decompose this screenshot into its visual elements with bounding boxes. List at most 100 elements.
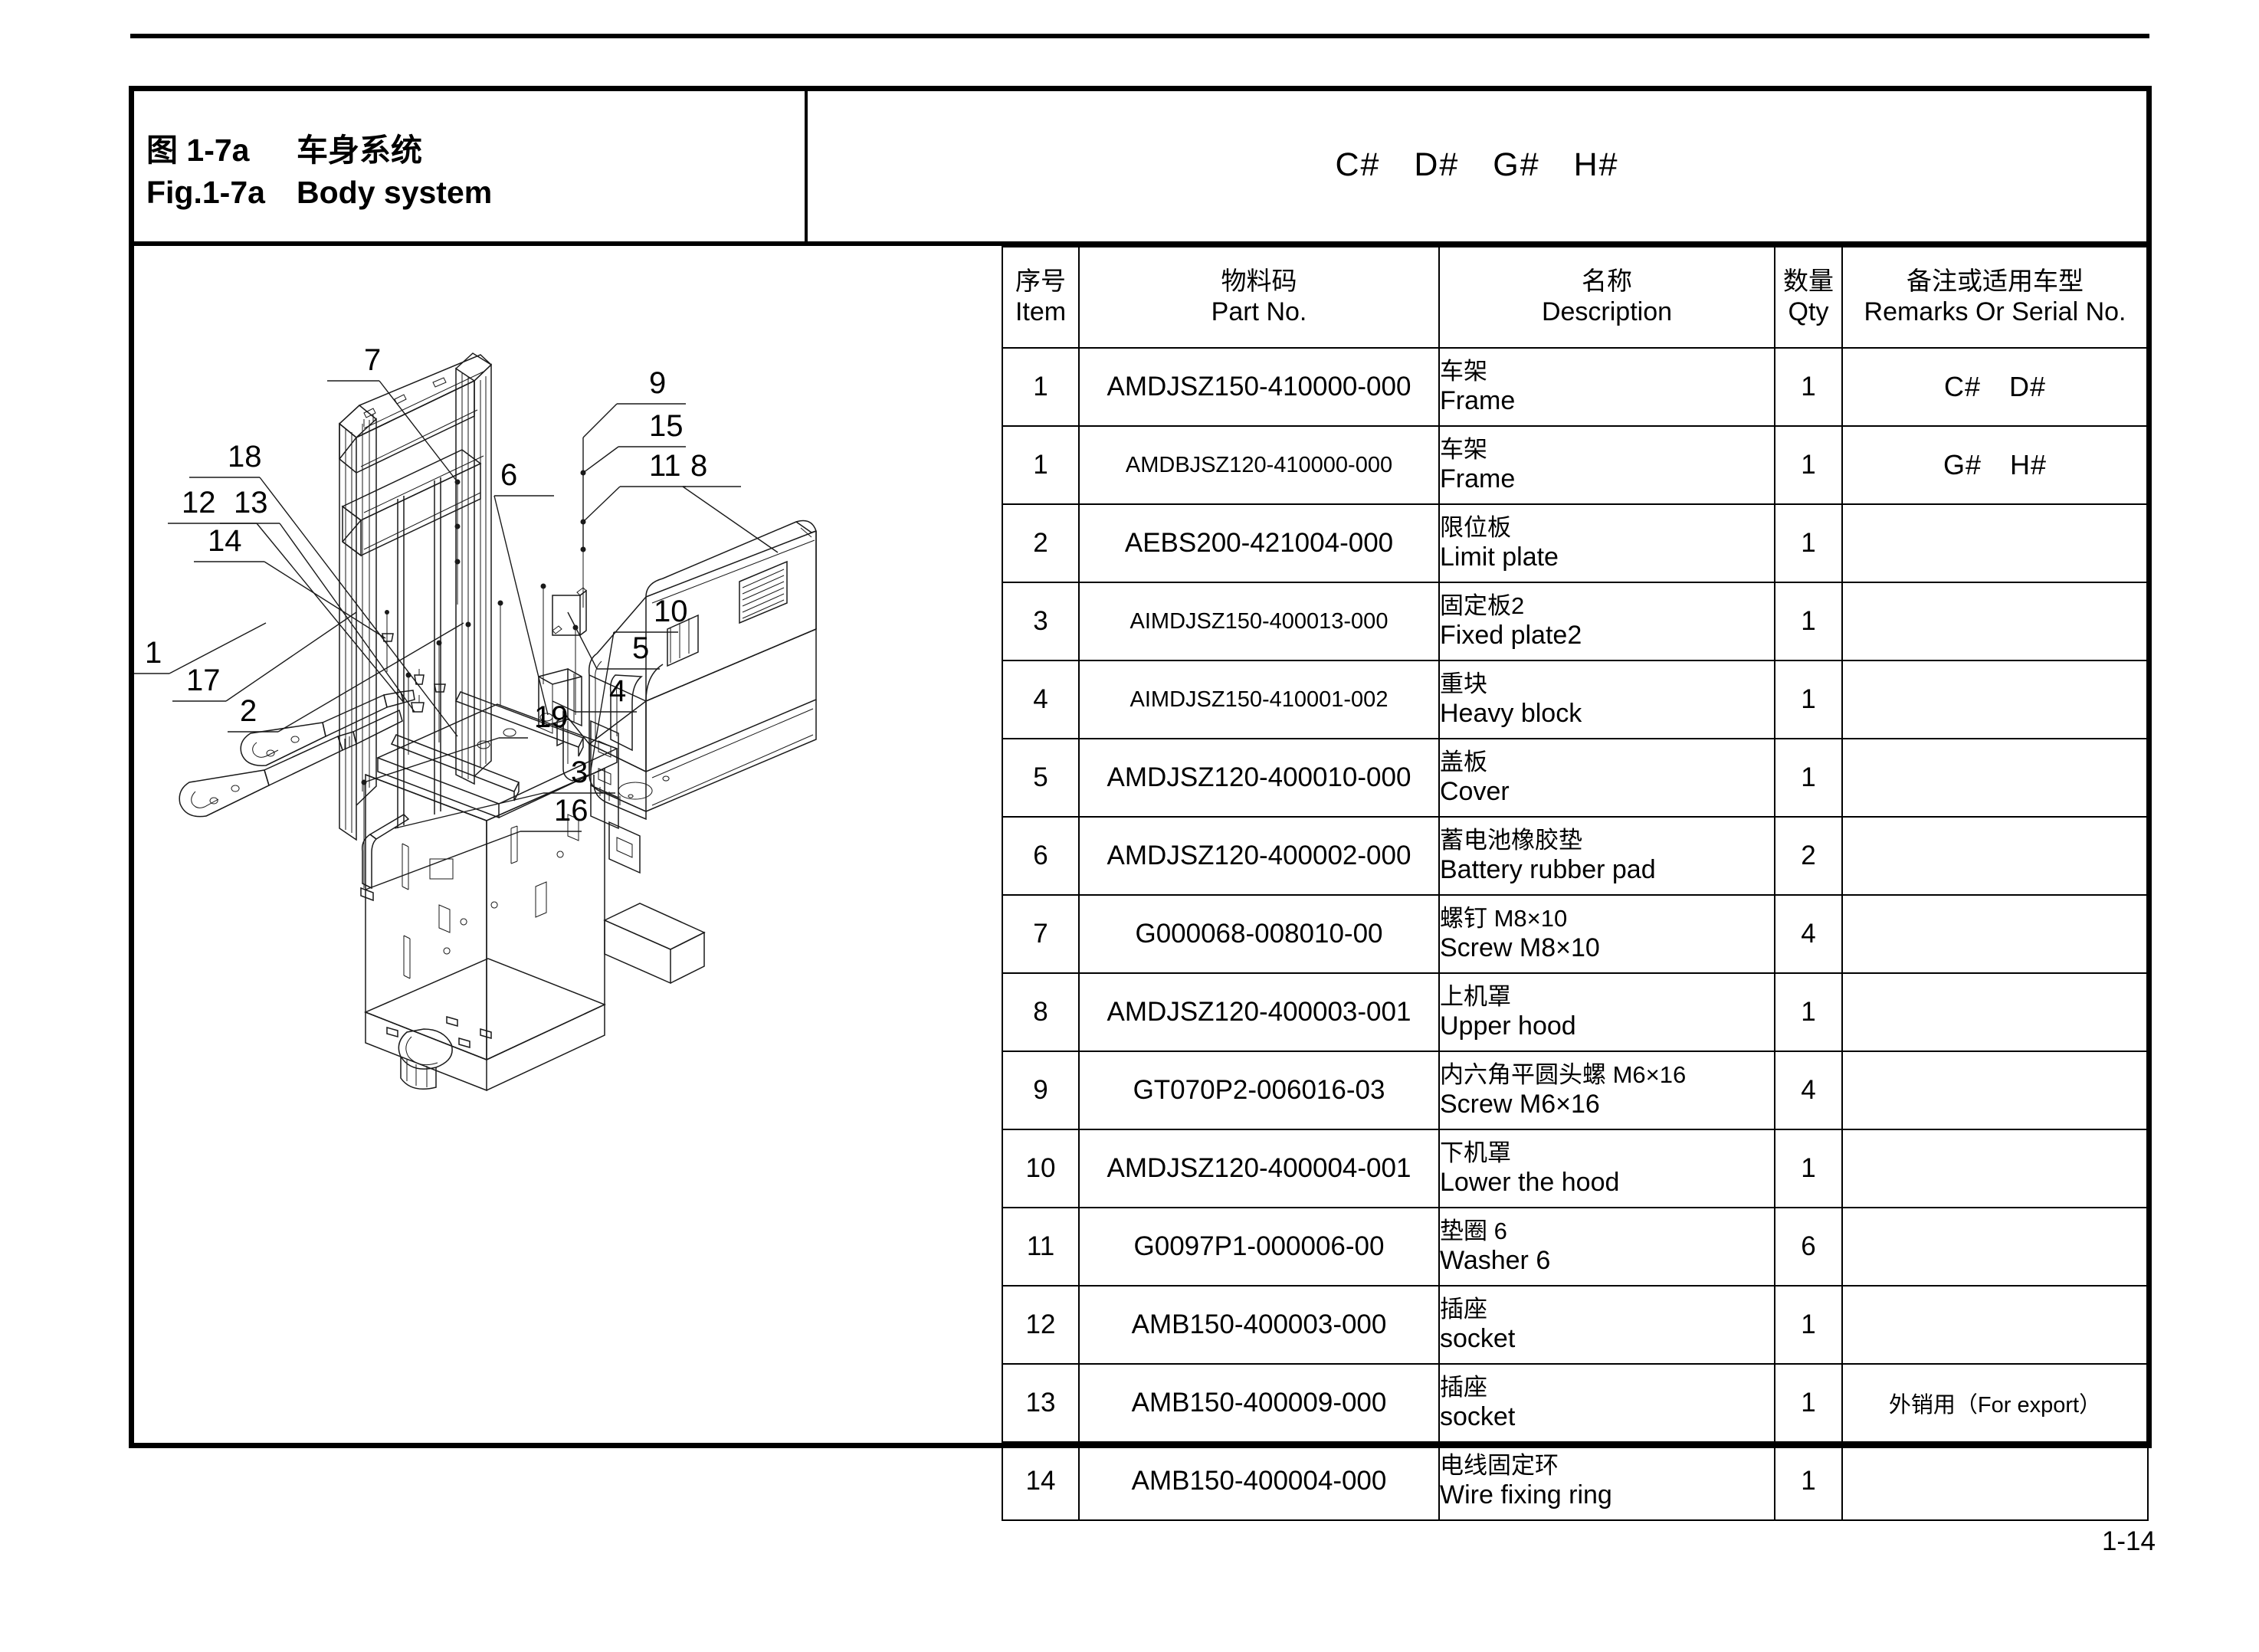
description-cn: 插座 [1440, 1295, 1487, 1323]
col-header-qty-cn: 数量 [1783, 267, 1834, 296]
description-cn: 垫圈 6 [1440, 1217, 1507, 1244]
parts-table-head: 序号 Item 物料码 Part No. 名称 Description 数量 [1002, 246, 2149, 349]
leader-lines [134, 380, 779, 890]
cell-part-no: GT070P2-006016-03 [1078, 1051, 1440, 1130]
description-cn: 上机罩 [1440, 982, 1511, 1010]
cell-qty: 6 [1774, 1207, 1843, 1287]
description-cn: 螺钉 M8×10 [1440, 904, 1568, 932]
col-header-description-cn: 名称 [1582, 267, 1632, 296]
cell-part-no: AMDJSZ120-400003-001 [1078, 972, 1440, 1052]
cell-item: 12 [1002, 1285, 1080, 1365]
figure-name-en: Body system [297, 174, 493, 210]
cell-remarks: C# D# [1841, 347, 2149, 427]
col-header-description-en: Description [1541, 297, 1673, 327]
cell-remarks [1841, 1051, 2149, 1130]
description-cn: 盖板 [1440, 748, 1487, 775]
description-en: Fixed plate2 [1440, 621, 1582, 651]
cell-part-no: G000068-008010-00 [1078, 894, 1440, 974]
callout-3: 3 [571, 756, 588, 789]
callout-9: 9 [649, 366, 666, 400]
title-block-right-cell: C# D# G# H# [808, 91, 2146, 241]
hood-vent [739, 560, 788, 624]
cell-part-no: AMB150-400003-000 [1078, 1285, 1440, 1365]
fork-arms [179, 690, 415, 818]
cell-part-no: AMDJSZ120-400004-001 [1078, 1129, 1440, 1208]
cell-item: 3 [1002, 582, 1080, 661]
cell-item: 10 [1002, 1129, 1080, 1208]
description-en: Washer 6 [1440, 1246, 1551, 1276]
col-header-part-no-cn: 物料码 [1221, 267, 1297, 296]
model-codes: C# D# G# H# [1335, 146, 1619, 183]
cell-qty: 4 [1774, 894, 1843, 974]
cell-qty: 1 [1774, 582, 1843, 661]
cell-remarks [1841, 1129, 2149, 1208]
col-header-item-cn: 序号 [1015, 267, 1066, 296]
cell-qty: 4 [1774, 1051, 1843, 1130]
cell-part-no: AEBS200-421004-000 [1078, 503, 1440, 583]
description-en: Screw M6×16 [1440, 1090, 1600, 1119]
description-en: Limit plate [1440, 542, 1559, 572]
chassis-body [364, 691, 706, 1092]
cell-remarks [1841, 503, 2149, 583]
parts-table-container: 序号 Item 物料码 Part No. 名称 Description 数量 [1002, 246, 2149, 1521]
callout-15: 15 [649, 409, 684, 443]
cell-remarks [1841, 1207, 2149, 1287]
col-header-part-no: 物料码 Part No. [1078, 246, 1440, 349]
description-en: Cover [1440, 777, 1510, 807]
cell-qty: 1 [1774, 1441, 1843, 1521]
header-rule [130, 34, 2149, 38]
cell-item: 13 [1002, 1363, 1080, 1443]
mast-assembly [338, 352, 493, 841]
description-en: Screw M8×10 [1440, 933, 1600, 963]
col-header-remarks-cn: 备注或适用车型 [1907, 267, 2084, 296]
cell-remarks [1841, 816, 2149, 896]
description-en: socket [1440, 1324, 1516, 1354]
description-cn: 限位板 [1440, 513, 1511, 541]
cell-qty: 1 [1774, 425, 1843, 505]
description-cn: 车架 [1440, 435, 1487, 463]
cell-qty: 1 [1774, 1363, 1843, 1443]
cell-remarks [1841, 738, 2149, 818]
cell-remarks [1841, 582, 2149, 661]
cell-item: 6 [1002, 816, 1080, 896]
callout-5: 5 [632, 631, 649, 665]
page-number: 1-14 [2101, 1526, 2156, 1556]
cell-part-no: AMDJSZ120-400010-000 [1078, 738, 1440, 818]
callout-7: 7 [364, 343, 381, 377]
cell-item: 2 [1002, 503, 1080, 583]
callout-11: 11 [649, 449, 681, 483]
description-en: Battery rubber pad [1440, 855, 1656, 885]
description-en: Lower the hood [1440, 1168, 1620, 1198]
figure-name-cn: 车身系统 [297, 133, 422, 168]
callout-2: 2 [240, 694, 257, 728]
cell-part-no: AMDJSZ120-400002-000 [1078, 816, 1440, 896]
col-header-part-no-en: Part No. [1211, 297, 1307, 327]
